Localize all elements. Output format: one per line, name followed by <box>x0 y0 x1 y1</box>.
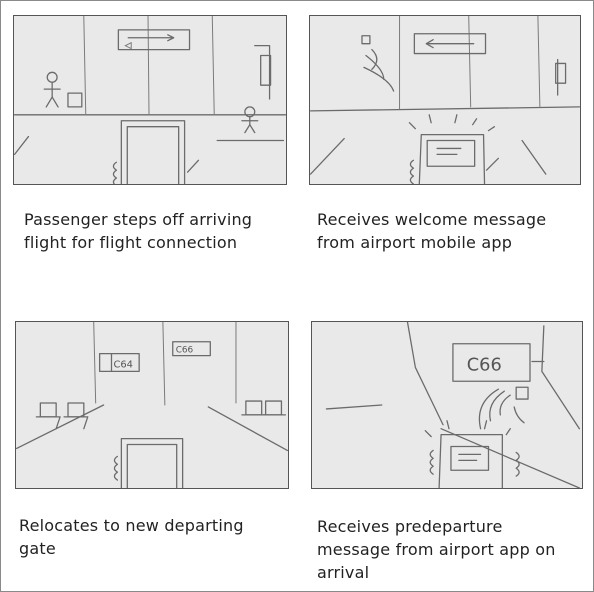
panel-3-caption: Relocates to new departing gate <box>19 516 244 558</box>
panel-2-caption: Receives welcome message from airport mo… <box>317 210 547 252</box>
gate-sign-c66: C66 <box>176 346 194 356</box>
panel-4-sketch: C66 <box>311 321 583 489</box>
panel-1-caption: Passenger steps off arriving flight for … <box>24 210 253 252</box>
relocation-sketch: C64 C66 <box>16 322 288 488</box>
panel-4-caption: Receives predeparture message from airpo… <box>317 517 556 582</box>
gate-sign-c64: C64 <box>113 359 132 370</box>
predeparture-message-sketch: C66 <box>325 322 581 488</box>
gate-sign-c66-large: C66 <box>467 354 502 375</box>
panel-2-sketch <box>309 15 581 185</box>
panel-3-sketch: C64 C66 <box>15 321 289 489</box>
arrival-gate-sketch <box>14 16 286 184</box>
panel-1-sketch <box>13 15 287 185</box>
welcome-message-sketch <box>310 16 580 184</box>
